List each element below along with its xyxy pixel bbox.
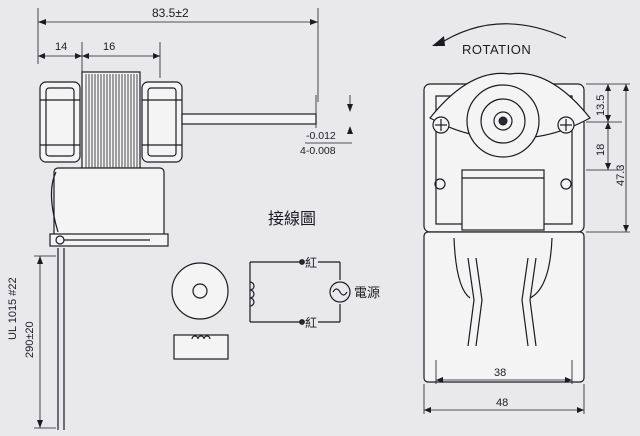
hole-spacing-label: 38 — [494, 367, 506, 379]
overall-length-label: 83.5±2 — [152, 6, 189, 20]
shaft-tolerance-top: -0.012 — [306, 130, 336, 142]
rotor-disc — [171, 262, 229, 320]
lead-length-label: 290±20 — [24, 321, 36, 358]
top-offset-label: 13.5 — [595, 95, 607, 116]
rotation-label: ROTATION — [462, 42, 531, 57]
total-height-label: 47.3 — [615, 165, 627, 186]
side-view: 83.5±2 14 16 -0.012 4-0.008 — [7, 6, 353, 430]
mid-offset-label: 18 — [595, 144, 607, 156]
frame-width-label: 48 — [496, 397, 508, 409]
core-width-label: 16 — [103, 41, 115, 53]
power-source-label: 電源 — [354, 285, 380, 300]
screw-left — [432, 116, 450, 134]
front-view: ROTATION — [423, 23, 630, 414]
bracket-width-label: 14 — [55, 41, 67, 53]
coil-symbol — [249, 281, 255, 307]
rotation-arrow — [435, 23, 567, 47]
red-bottom-label: 紅 — [305, 316, 317, 330]
lead-spec-label: UL 1015 #22 — [7, 277, 19, 340]
shaft-tolerance-bottom: 4-0.008 — [300, 145, 336, 157]
red-top-label: 紅 — [305, 256, 317, 270]
screw-right — [557, 116, 575, 134]
wiring-title: 接線圖 — [268, 210, 316, 228]
ac-source-symbol — [329, 281, 351, 303]
wiring-diagram: 接線圖 紅 紅 電源 — [171, 210, 380, 360]
coil-block — [173, 334, 229, 360]
